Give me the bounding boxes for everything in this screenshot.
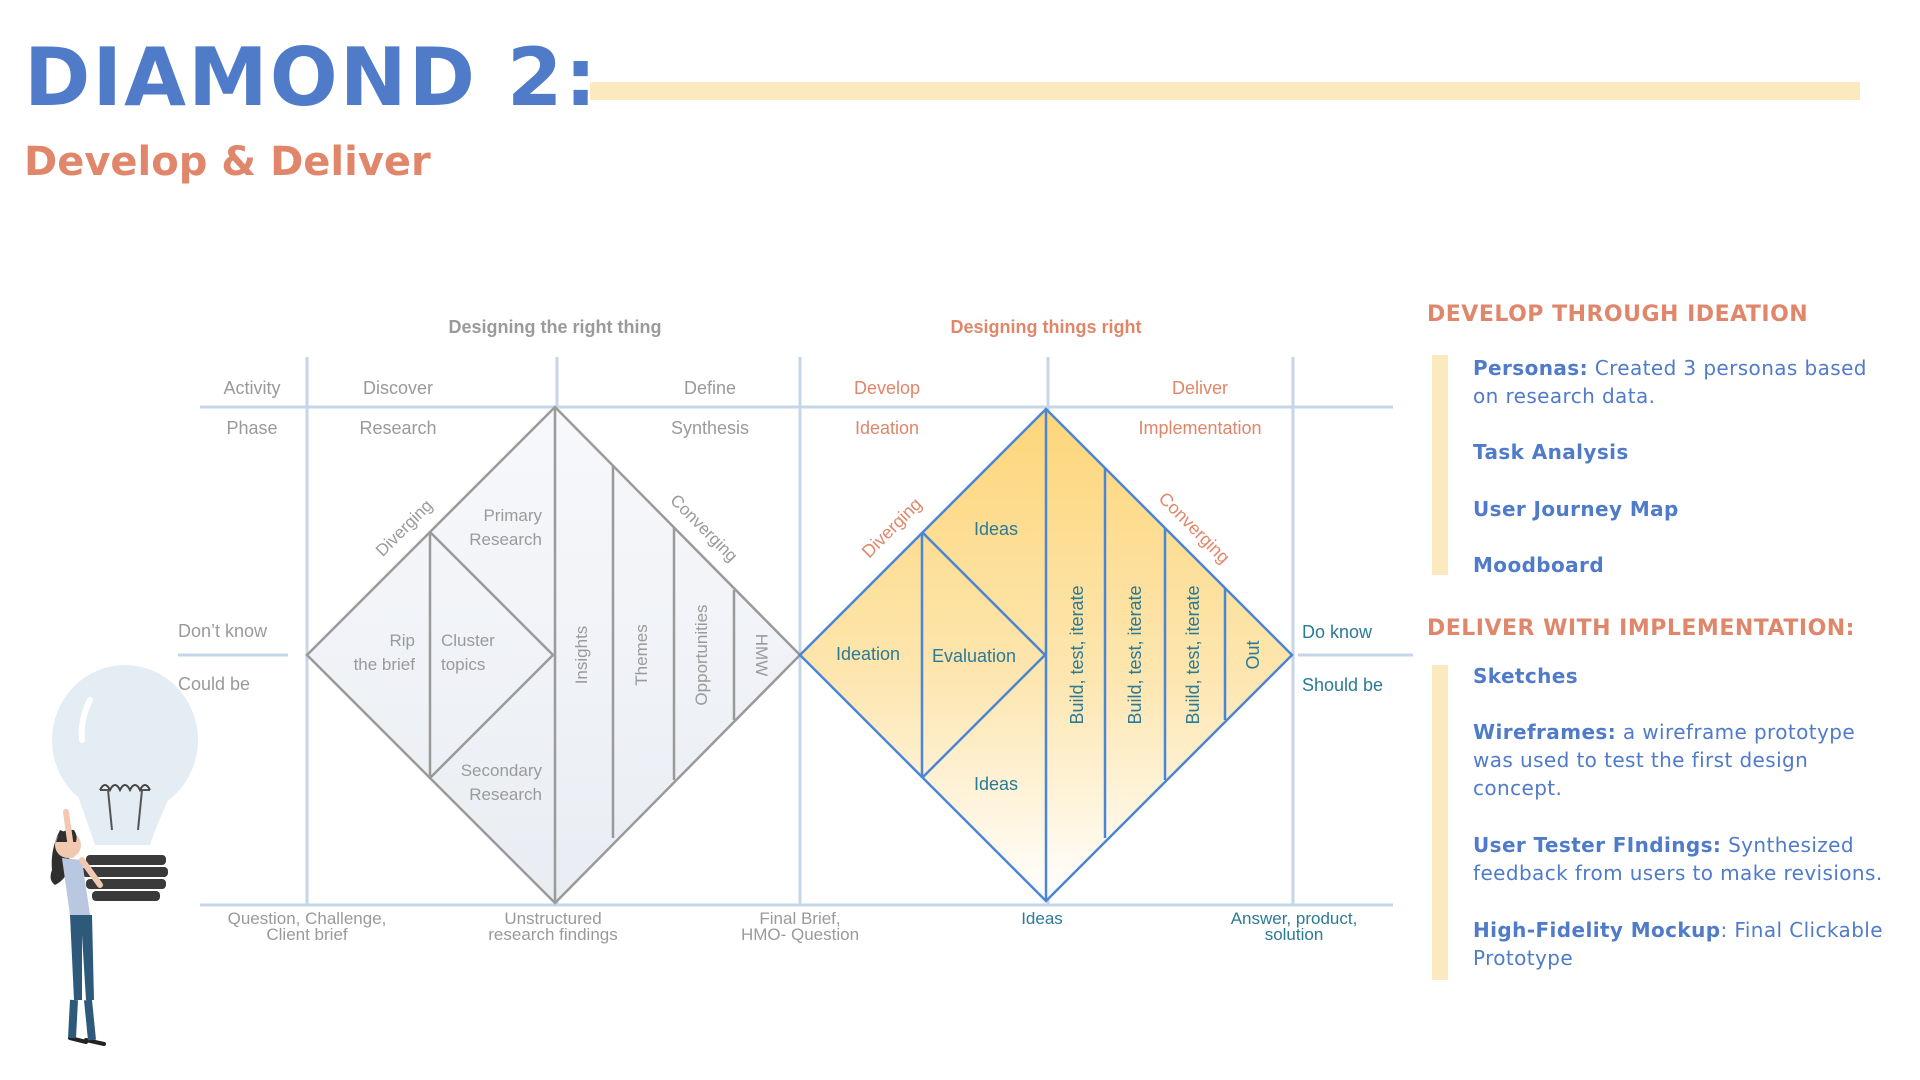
d2-ideas-top-label: Ideas [974,519,1018,539]
row-label-phase: Phase [226,418,277,438]
bottom-label-5-line2: solution [1265,925,1324,944]
d1-secondary-line2: Research [469,785,542,804]
deliver-hifi-item: High-Fidelity Mockup: Final Clickable Pr… [1473,916,1913,972]
task-analysis-label: Task Analysis [1473,440,1629,464]
bottom-label-3-line2: HMO- Question [741,925,859,944]
d1-insights-label: Insights [572,626,591,685]
page-subtitle: Develop & Deliver [24,139,431,185]
tester-findings-label: User Tester FIndings: [1473,833,1722,857]
title-underline-bar [590,82,1860,100]
tester-text-line1: Synthesized [1721,833,1854,857]
d2-bti-label-3: Build, test, iterate [1183,585,1203,724]
d2-bti-label-1: Build, test, iterate [1067,585,1087,724]
row-label-could-be: Could be [178,674,250,694]
develop-personas-item: Personas: Created 3 personas based on re… [1473,354,1913,410]
diamond-two [798,407,1294,903]
bottom-label-4: Ideas [1021,909,1063,928]
moodboard-label: Moodboard [1473,553,1605,577]
bottom-label-3-line1: Final Brief, [759,909,840,928]
d1-cluster-line2: topics [441,655,485,674]
bottom-label-1-line2: Client brief [266,925,348,944]
phase-synthesis: Synthesis [671,418,749,438]
deliver-heading: DELIVER WITH IMPLEMENTATION: [1427,616,1855,641]
d1-primary-line1: Primary [483,506,542,525]
row-label-dont-know: Don’t know [178,621,268,641]
d1-hmw-label: HMW [752,634,771,676]
page-title: DIAMOND 2: [24,31,599,124]
row-label-activity: Activity [223,378,280,398]
deliver-sketches-item: Sketches [1473,662,1913,690]
hifi-text-line1: : Final Clickable [1720,918,1883,942]
activity-discover: Discover [363,378,433,398]
d2-ideas-bottom-label: Ideas [974,774,1018,794]
d1-primary-line2: Research [469,530,542,549]
d1-themes-label: Themes [632,624,651,685]
bottom-label-5-line1: Answer, product, [1231,909,1358,928]
phase-research: Research [359,418,436,438]
bottom-label-2-line2: research findings [488,925,617,944]
d2-out-label: Out [1243,640,1263,669]
tester-text-line2: feedback from users to make revisions. [1473,861,1883,885]
d2-evaluation-label: Evaluation [932,646,1016,666]
develop-user-journey-item: User Journey Map [1473,495,1913,523]
wireframes-text-line1: a wireframe prototype [1616,720,1856,744]
personas-text-line2: on research data. [1473,384,1656,408]
sketches-label: Sketches [1473,664,1579,688]
row-label-should-be: Should be [1302,675,1383,695]
d1-rip-line1: Rip [389,631,415,650]
deliver-wireframes-item: Wireframes: a wireframe prototype was us… [1473,718,1913,802]
bottom-label-1-line1: Question, Challenge, [228,909,387,928]
phase-ideation: Ideation [855,418,919,438]
row-label-do-know: Do know [1302,622,1373,642]
d2-bti-label-2: Build, test, iterate [1125,585,1145,724]
heading-designing-things-right: Designing things right [951,317,1142,337]
d1-opportunities-label: Opportunities [692,604,711,705]
d1-rip-line2: the brief [354,655,416,674]
heading-designing-right-thing: Designing the right thing [449,317,662,337]
d2-ideation-label: Ideation [836,644,900,664]
develop-heading: DEVELOP THROUGH IDEATION [1427,302,1809,327]
wireframes-label: Wireframes: [1473,720,1617,744]
develop-task-analysis-item: Task Analysis [1473,438,1913,466]
activity-define: Define [684,378,736,398]
wireframes-text-line2: was used to test the first design [1473,748,1809,772]
d1-cluster-line1: Cluster [441,631,495,650]
wireframes-text-line3: concept. [1473,776,1563,800]
deliver-tester-findings-item: User Tester FIndings: Synthesized feedba… [1473,831,1913,887]
personas-label: Personas: [1473,356,1588,380]
user-journey-label: User Journey Map [1473,497,1679,521]
phase-implementation: Implementation [1138,418,1261,438]
hifi-label: High-Fidelity Mockup [1473,918,1721,942]
develop-moodboard-item: Moodboard [1473,551,1913,579]
lightbulb-illustration [50,665,198,1046]
d1-secondary-line1: Secondary [461,761,543,780]
deliver-side-bar [1432,665,1448,980]
bottom-label-2-line1: Unstructured [504,909,601,928]
develop-side-bar [1432,355,1448,575]
activity-develop: Develop [854,378,920,398]
personas-text-line1: Created 3 personas based [1587,356,1867,380]
hifi-text-line2: Prototype [1473,946,1574,970]
activity-deliver: Deliver [1172,378,1228,398]
